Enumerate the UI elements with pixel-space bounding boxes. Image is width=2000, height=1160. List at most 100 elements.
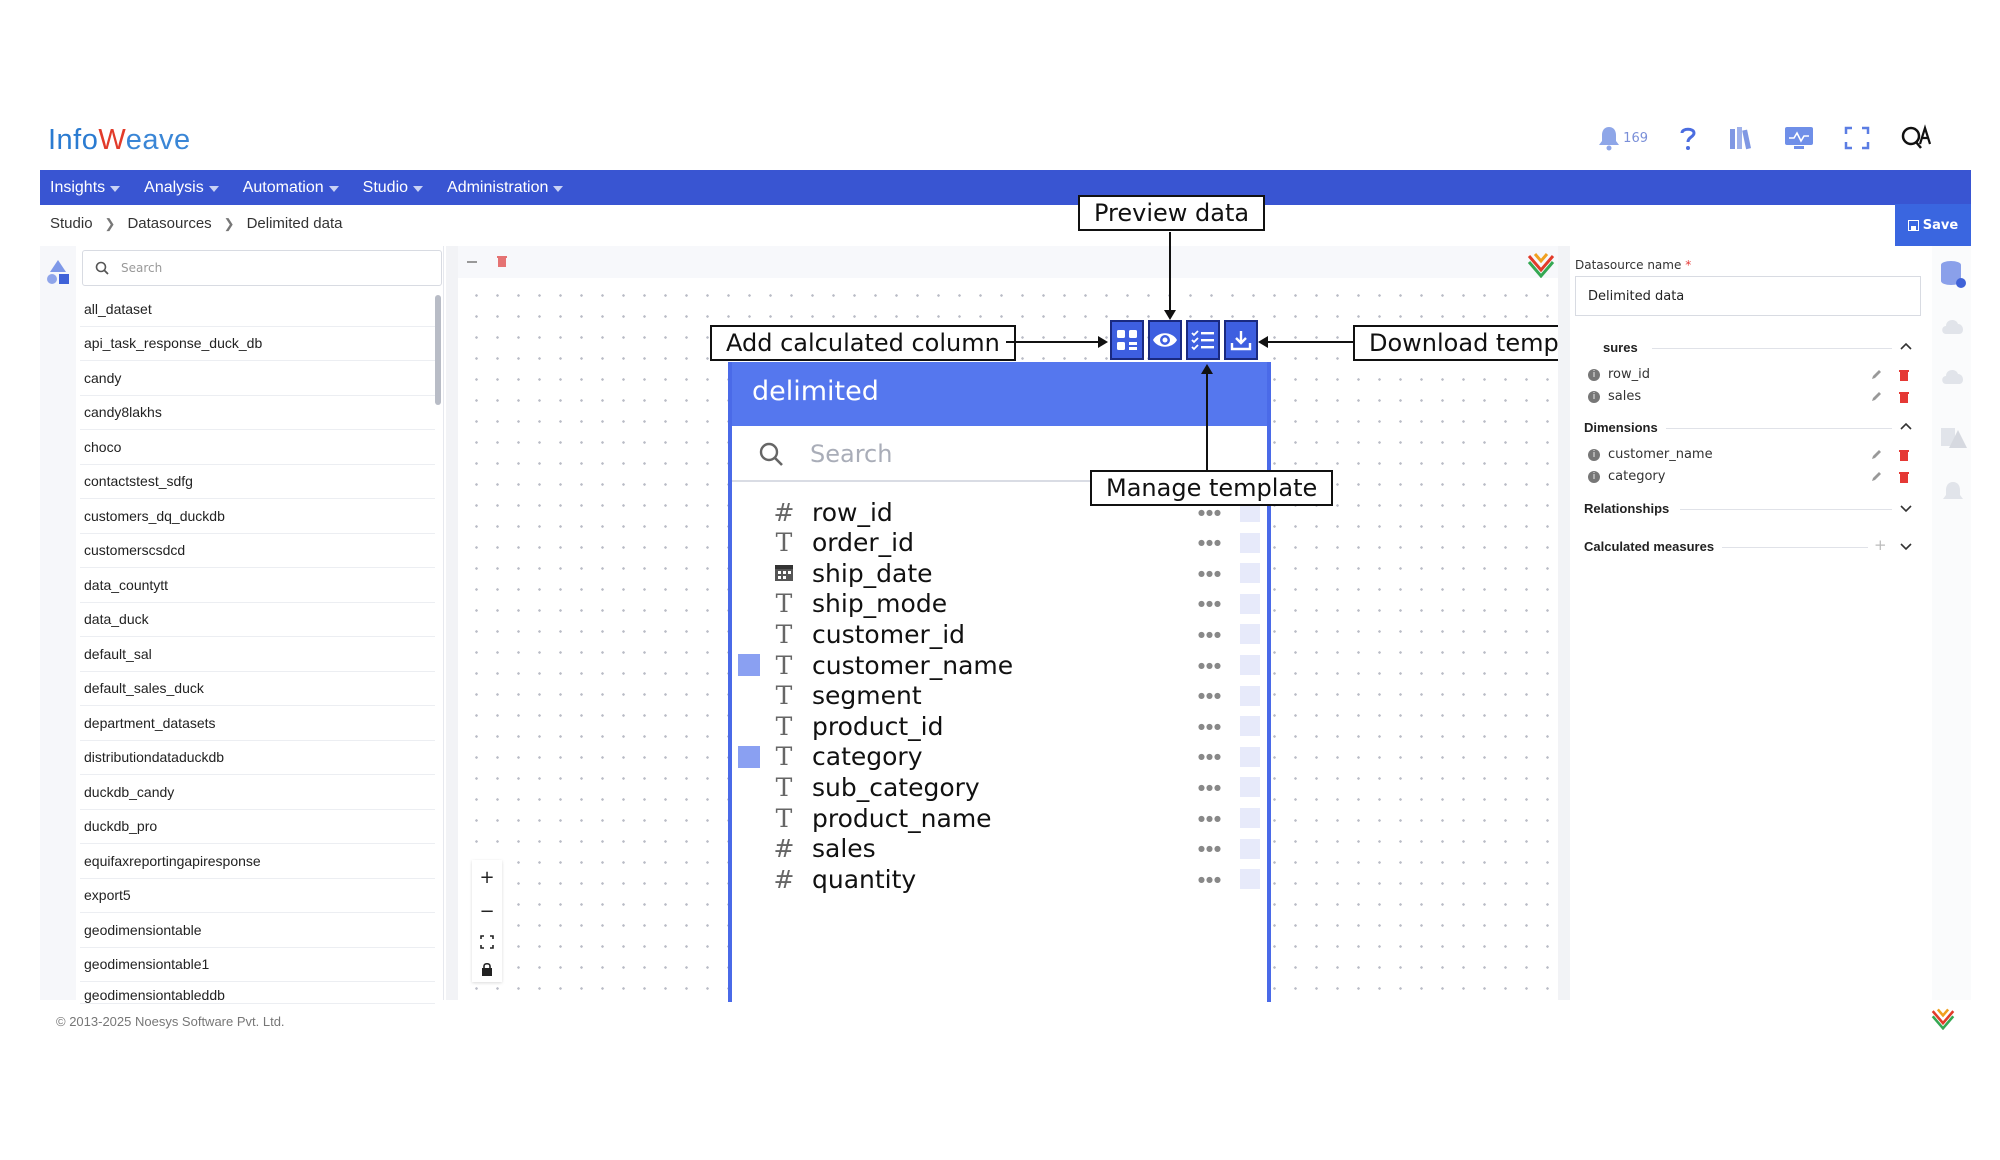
list-item[interactable]: geodimensiontableddb: [80, 982, 435, 1004]
warning-icon[interactable]: [1940, 426, 1968, 450]
preview-data-button[interactable]: [1148, 320, 1182, 360]
delete-icon[interactable]: [1898, 390, 1910, 404]
list-item[interactable]: distributiondataduckdb: [80, 740, 435, 775]
more-options-icon[interactable]: ●●●: [1198, 782, 1222, 792]
chevron-up-icon[interactable]: [1900, 342, 1912, 350]
column-handle[interactable]: [1240, 502, 1260, 522]
table-row[interactable]: #quantity●●●: [732, 860, 1267, 898]
list-item[interactable]: export5: [80, 878, 435, 913]
list-item[interactable]: api_task_response_duck_db: [80, 326, 435, 361]
dataset-search-input[interactable]: Search: [82, 250, 442, 286]
column-handle[interactable]: [1240, 563, 1260, 584]
add-icon[interactable]: +: [1874, 536, 1887, 554]
edit-icon[interactable]: [1870, 369, 1882, 381]
minus-icon[interactable]: [466, 256, 478, 268]
more-options-icon[interactable]: ●●●: [1198, 507, 1222, 517]
list-item[interactable]: duckdb_candy: [80, 775, 435, 810]
cloud-check-icon[interactable]: [1940, 366, 1966, 386]
shapes-icon[interactable]: [44, 258, 72, 286]
database-settings-icon[interactable]: [1939, 260, 1967, 290]
list-item[interactable]: duckdb_pro: [80, 809, 435, 844]
delete-icon[interactable]: [1898, 448, 1910, 462]
edit-icon[interactable]: [1870, 449, 1882, 461]
save-button[interactable]: Save: [1895, 204, 1971, 246]
fit-view-icon[interactable]: [480, 934, 494, 949]
column-handle[interactable]: [1240, 838, 1260, 859]
column-handle[interactable]: [1240, 655, 1260, 675]
relationships-section-title[interactable]: Relationships: [1584, 501, 1670, 516]
datasource-name-input[interactable]: Delimited data: [1575, 276, 1921, 316]
zoom-in-icon[interactable]: +: [479, 866, 495, 888]
delete-icon[interactable]: [1898, 368, 1910, 382]
manage-template-button[interactable]: [1186, 320, 1220, 360]
nav-automation[interactable]: Automation: [243, 179, 339, 197]
list-item[interactable]: geodimensiontable1: [80, 947, 435, 982]
nav-analysis[interactable]: Analysis: [144, 179, 219, 197]
column-search-input[interactable]: Search: [732, 428, 1267, 482]
chevron-up-icon[interactable]: [1900, 422, 1912, 430]
nav-administration[interactable]: Administration: [447, 179, 564, 197]
download-template-button[interactable]: [1224, 320, 1258, 360]
bell-icon[interactable]: [1942, 480, 1964, 504]
column-selected-checkbox[interactable]: [738, 654, 760, 676]
right-splitter[interactable]: [1558, 246, 1570, 1000]
list-item[interactable]: candy: [80, 361, 435, 396]
notifications-button[interactable]: 169: [1597, 125, 1648, 151]
edit-icon[interactable]: [1870, 391, 1882, 403]
list-item[interactable]: department_datasets: [80, 706, 435, 741]
zoom-out-icon[interactable]: −: [479, 900, 495, 922]
calculated-measures-section-title[interactable]: Calculated measures: [1584, 539, 1715, 554]
nav-insights[interactable]: Insights: [50, 179, 121, 197]
cloud-upload-icon[interactable]: [1940, 316, 1966, 336]
more-options-icon[interactable]: ●●●: [1198, 568, 1222, 578]
more-options-icon[interactable]: ●●●: [1198, 844, 1222, 854]
dimensions-section-title[interactable]: Dimensions: [1584, 420, 1658, 435]
list-item[interactable]: contactstest_sdfg: [80, 464, 435, 499]
column-handle[interactable]: [1240, 808, 1260, 828]
chevron-down-icon[interactable]: [1900, 505, 1912, 513]
list-scrollbar[interactable]: [435, 295, 441, 405]
column-handle[interactable]: [1240, 685, 1260, 706]
column-handle[interactable]: [1240, 869, 1260, 890]
lock-icon[interactable]: [481, 962, 493, 976]
column-handle[interactable]: [1240, 624, 1260, 645]
list-item[interactable]: equifaxreportingapiresponse: [80, 844, 435, 879]
list-item[interactable]: customerscsdcd: [80, 533, 435, 568]
table-row[interactable]: ship_date●●●: [732, 554, 1267, 592]
delete-icon[interactable]: [1898, 470, 1910, 484]
list-item[interactable]: data_duck: [80, 602, 435, 637]
list-item[interactable]: data_countytt: [80, 568, 435, 603]
more-options-icon[interactable]: ●●●: [1198, 691, 1222, 701]
column-handle[interactable]: [1240, 746, 1260, 767]
table-row[interactable]: #sales●●●: [732, 830, 1267, 868]
list-item[interactable]: candy8lakhs: [80, 395, 435, 430]
list-item[interactable]: customers_dq_duckdb: [80, 499, 435, 534]
list-item[interactable]: choco: [80, 430, 435, 465]
breadcrumb-studio[interactable]: Studio: [50, 215, 93, 232]
library-button[interactable]: [1728, 125, 1754, 151]
column-selected-checkbox[interactable]: [738, 745, 760, 768]
left-splitter[interactable]: [446, 246, 458, 1000]
more-options-icon[interactable]: ●●●: [1198, 599, 1222, 609]
add-calculated-column-button[interactable]: [1110, 320, 1144, 360]
chevron-down-icon[interactable]: [1900, 543, 1912, 551]
more-options-icon[interactable]: ●●●: [1198, 752, 1222, 762]
more-options-icon[interactable]: ●●●: [1198, 660, 1222, 670]
measures-section-title[interactable]: sures: [1603, 340, 1638, 355]
more-options-icon[interactable]: ●●●: [1198, 721, 1222, 731]
help-button[interactable]: [1678, 125, 1698, 151]
list-item[interactable]: default_sal: [80, 637, 435, 672]
